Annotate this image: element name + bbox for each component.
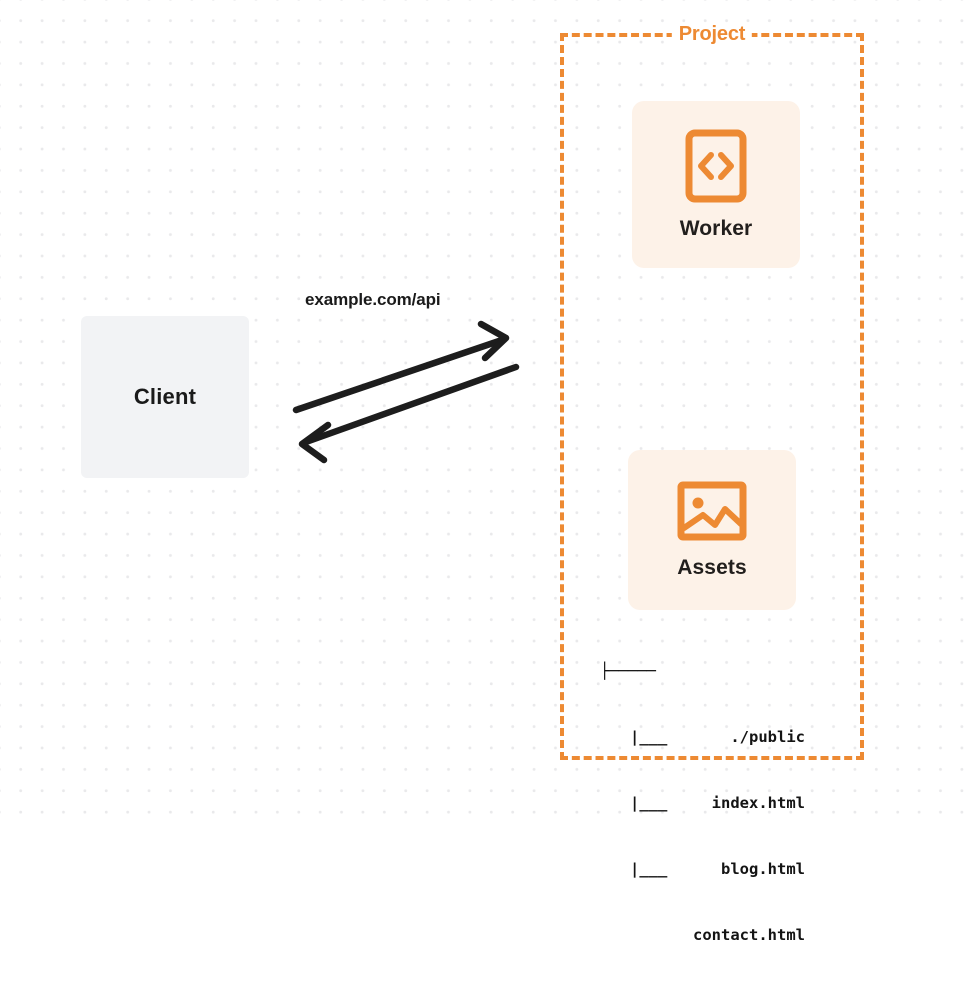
code-brackets-icon — [685, 129, 747, 203]
file-tree-row: |___ index.html — [600, 726, 805, 812]
file-tree-root-name: ./public — [730, 728, 805, 746]
assets-label: Assets — [677, 556, 747, 579]
tree-branch-glyph: ├───── — [600, 662, 656, 680]
client-node[interactable]: Client — [81, 316, 249, 478]
client-label: Client — [133, 384, 197, 409]
file-tree-row: |___ blog.html — [600, 792, 805, 878]
response-arrow — [298, 363, 520, 464]
project-container: Project — [560, 23, 864, 760]
connection-arrows — [292, 320, 520, 464]
tree-branch-glyph: |___ — [630, 728, 668, 746]
request-arrow — [292, 320, 510, 414]
file-tree-row: ├───── ./public — [600, 660, 805, 746]
diagram-canvas: Client example.com/api Project Worker — [0, 0, 980, 944]
connection-label: example.com/api — [305, 290, 441, 309]
file-tree-item-name: index.html — [711, 794, 805, 812]
tree-branch-glyph: |___ — [630, 860, 668, 878]
tree-branch-glyph: |___ — [630, 794, 668, 812]
worker-node[interactable]: Worker — [632, 101, 800, 268]
image-icon — [677, 480, 747, 542]
file-tree-item-name: contact.html — [693, 926, 805, 944]
assets-file-tree: ├───── ./public |___ index.html |___ blo… — [600, 616, 805, 944]
project-title: Project — [671, 23, 753, 46]
file-tree-row: |___ contact.html — [600, 858, 805, 944]
assets-node[interactable]: Assets — [628, 450, 796, 610]
worker-label: Worker — [679, 216, 753, 240]
